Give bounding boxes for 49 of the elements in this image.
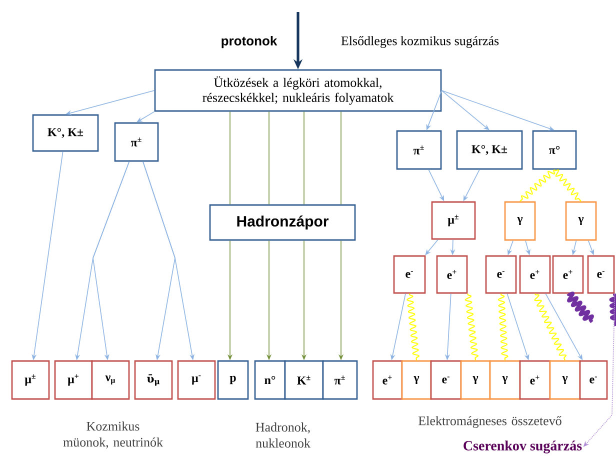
particle-box: K°, K± bbox=[456, 130, 523, 170]
particle-box: μ$^{-}$ bbox=[177, 360, 216, 400]
particle-box: e$^{-}$ bbox=[579, 360, 608, 400]
annotation-text: Cserenkov sugárzás bbox=[464, 440, 582, 454]
particle-box: γ bbox=[549, 360, 581, 400]
caption-text: Kozmikus müonok, neutrinók bbox=[63, 422, 164, 449]
caption-text: protonok bbox=[222, 36, 278, 48]
wavy-line bbox=[464, 294, 479, 360]
particle-box: μ$^{±}$ bbox=[431, 201, 476, 240]
particle-box: p bbox=[217, 360, 249, 400]
caption-text: Elsődleges kozmikus sugárzás bbox=[341, 36, 499, 48]
particle-box: μ$^{+}$ bbox=[54, 360, 93, 400]
particle-box: K°, K± bbox=[32, 114, 99, 152]
particle-box: γ bbox=[565, 201, 597, 241]
particle-box: e$^{-}$ bbox=[430, 360, 462, 400]
wavy-line bbox=[609, 293, 616, 326]
particle-box: π° bbox=[532, 130, 577, 170]
particle-box: e$^{-}$ bbox=[485, 255, 517, 294]
particle-box: K$^{±}$ bbox=[284, 360, 324, 400]
particle-box: γ bbox=[401, 360, 432, 400]
particle-box: e$^{+}$ bbox=[519, 360, 551, 400]
particle-box: γ bbox=[504, 201, 536, 241]
particle-box: π$^{±}$ bbox=[322, 360, 358, 400]
particle-box: μ$^{±}$ bbox=[11, 360, 50, 400]
particle-box: γ bbox=[489, 360, 521, 400]
caption-text: Elektromágneses összetevő bbox=[418, 416, 562, 428]
connector-line bbox=[340, 111, 342, 205]
particle-box: e$^{+}$ bbox=[552, 255, 584, 294]
particle-box: γ bbox=[460, 360, 491, 400]
process-box: Ütközések a légköri atomokkal, részecskékkel; nukleáris folyamatok bbox=[154, 69, 442, 112]
particle-box: π$^{±}$ bbox=[114, 122, 159, 162]
wavy-line bbox=[498, 294, 508, 360]
process-box: Hadronzápor bbox=[209, 204, 356, 241]
particle-box: e$^{+}$ bbox=[372, 360, 403, 400]
particle-box: e$^{-}$ bbox=[393, 255, 426, 294]
wavy-line bbox=[520, 169, 556, 202]
particle-box: ν$_{μ}$ bbox=[91, 360, 130, 400]
particle-box: e$^{+}$ bbox=[436, 255, 468, 294]
particle-box: π$^{±}$ bbox=[396, 130, 442, 170]
arrow bbox=[441, 90, 490, 130]
connector-line bbox=[268, 111, 270, 205]
particle-box: e$^{-}$ bbox=[587, 255, 615, 294]
wavy-line bbox=[534, 293, 567, 361]
particle-box: ῡ$_{μ}$ bbox=[134, 360, 173, 400]
wavy-line bbox=[554, 169, 582, 202]
particle-box: n° bbox=[254, 360, 286, 400]
particle-box: e$^{+}$ bbox=[519, 255, 551, 294]
caption-text: Hadronok, nukleonok bbox=[256, 422, 310, 448]
wavy-line bbox=[566, 292, 594, 324]
